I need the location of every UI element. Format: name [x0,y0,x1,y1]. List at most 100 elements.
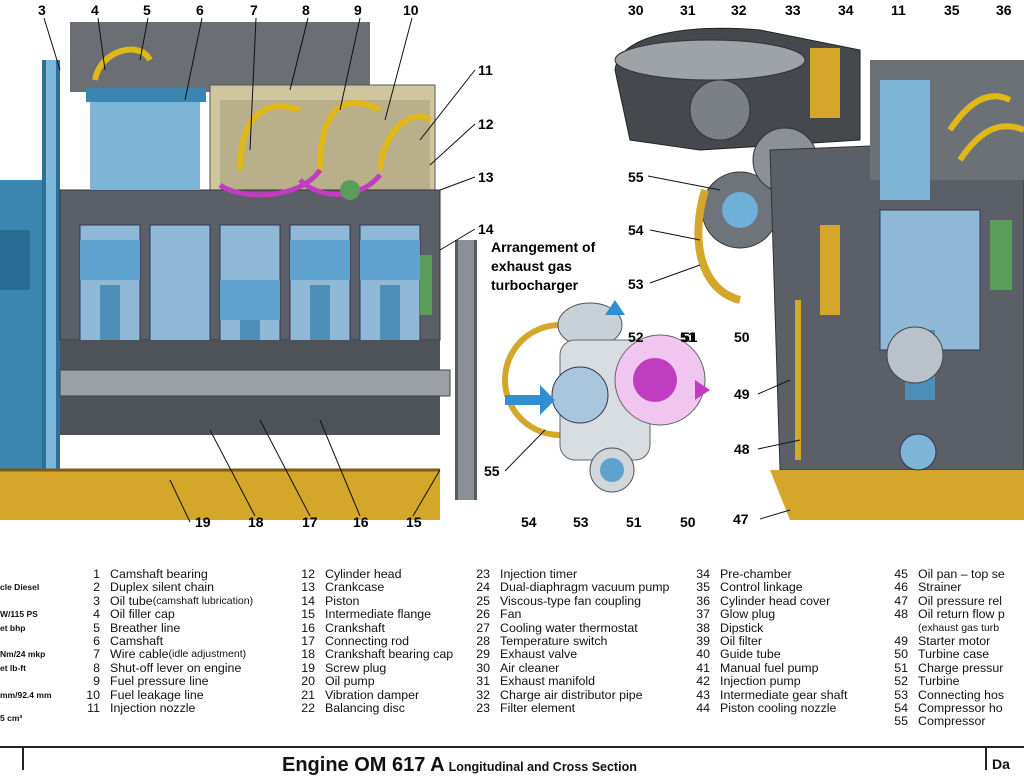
legend-number: 31 [476,674,490,689]
legend-item: 54 Compressor ho [888,701,1005,716]
legend-text: Oil filler cap [110,607,175,622]
legend-number: 46 [894,580,908,595]
legend-number: 16 [301,620,315,635]
legend-number: 8 [93,660,100,675]
callout-6: 6 [196,2,204,18]
callout-11-right: 11 [891,2,906,18]
callout-53-mid: 53 [573,514,589,530]
callout-13: 13 [478,169,494,185]
callout-12: 12 [478,116,494,132]
callout-50-right: 50 [734,329,750,345]
callout-17: 17 [302,514,318,530]
legend-text: Exhaust manifold [500,674,596,689]
callout-54-right: 54 [628,222,644,238]
title-right-fragment: Da [992,756,1010,772]
legend-number: 38 [696,620,710,635]
legend-number: 20 [301,674,315,689]
legend-text: Intermediate flange [325,607,432,622]
spec-line: et bhp [0,623,26,633]
legend-text: Injection nozzle [110,701,196,716]
legend-text: Compressor ho [918,701,1003,716]
legend-text: Oil pump [325,674,375,689]
legend-text: Breather line [110,620,181,635]
legend-text: Charge air distributor pipe [500,687,643,702]
legend-text: Vibration damper [325,687,420,702]
divider [985,748,987,770]
callout-55-right: 55 [628,169,644,185]
legend-text: Oil tube [110,593,153,608]
legend-text: (exhaust gas turb [918,621,1000,634]
legend-number: 18 [301,647,315,662]
legend-number: 55 [894,714,908,729]
callout-53-right: 53 [628,276,644,292]
callout-9: 9 [354,2,362,18]
callout-55-mid: 55 [484,463,500,479]
legend-number: 43 [696,687,710,702]
callout-11-left: 11 [478,62,493,78]
turbocharger-arrangement [502,300,710,493]
spec-line: et lb-ft [0,663,26,673]
spec-line: Nm/24 mkp [0,649,46,659]
caption-line: Arrangement of [491,239,596,255]
legend-text: Connecting hos [918,687,1005,702]
legend-number: 21 [301,687,315,702]
callout-30: 30 [628,2,644,18]
legend-text: Injection timer [500,567,578,581]
legend-text: Dipstick [720,620,764,635]
longitudinal-section [0,22,477,520]
legend-text: Piston cooling nozzle [720,701,837,716]
legend-number [888,622,908,635]
legend-text: Filter element [500,701,576,716]
legend-text: Oil pan – top se [918,567,1005,581]
legend-text: Air cleaner [500,660,560,675]
legend-number: 54 [894,701,908,716]
callout-7: 7 [250,2,258,18]
legend-item: 38 Dipstick [690,620,847,635]
legend-number: 3 [93,593,100,608]
callout-33: 33 [785,2,801,18]
legend-number: 17 [301,634,315,649]
legend-text: Injection pump [720,674,801,689]
legend-number: 26 [476,607,490,622]
legend-number: 28 [476,634,490,649]
legend-text: Crankshaft [325,620,385,635]
legend-number: 53 [894,687,908,702]
legend-text: Strainer [918,580,962,595]
legend-number: 13 [301,580,315,595]
legend-number: 14 [301,593,315,608]
legend-number: 5 [93,620,100,635]
spec-line: mm/92.4 mm [0,690,52,700]
legend-number: 4 [93,607,100,622]
legend-text: Manual fuel pump [720,660,819,675]
legend-text: Pre-chamber [720,567,792,581]
legend-text: Dual-diaphragm vacuum pump [500,580,670,595]
legend-text: Shut-off lever on engine [110,660,242,675]
cross-section [614,27,1024,520]
leader-lines [43,17,801,523]
legend-number: 40 [696,647,710,662]
legend-text: Crankcase [325,580,385,595]
callout-14: 14 [478,221,494,237]
